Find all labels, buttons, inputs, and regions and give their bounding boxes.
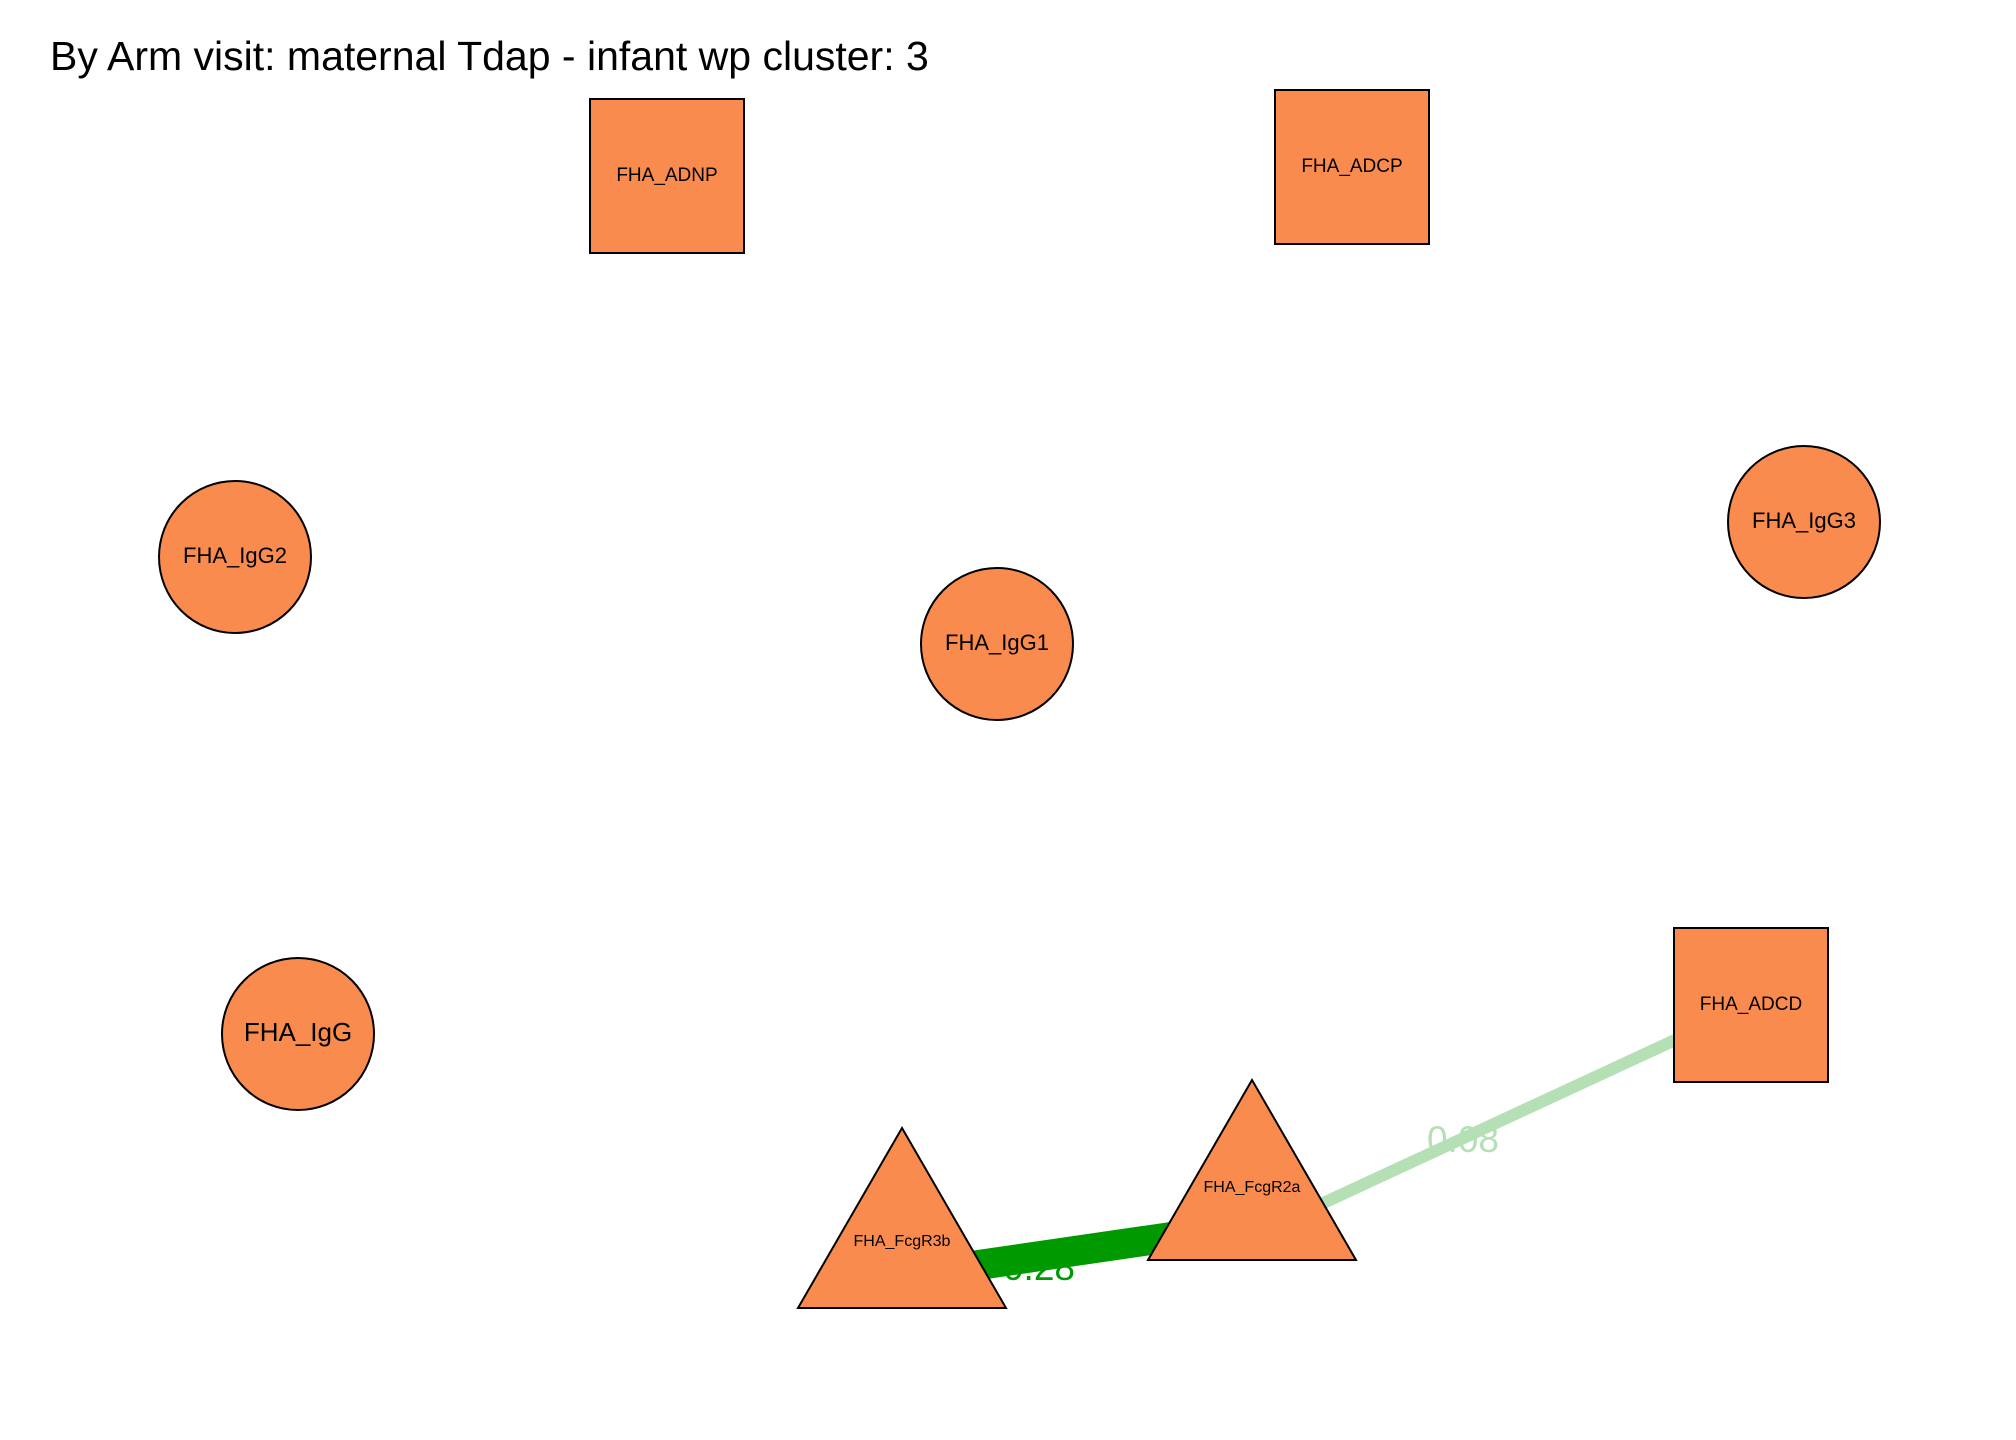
edge-label-fcgr3b-fcgr2a: 0.28 xyxy=(1003,1247,1075,1288)
node-shape-circle xyxy=(221,957,375,1111)
edge-fcgr2a-adcd xyxy=(1301,1034,1678,1218)
node-label: FHA_IgG1 xyxy=(945,630,1049,655)
node-label: FHA_ADNP xyxy=(616,165,717,186)
edge-labels-layer: 0.28 0.08 xyxy=(1003,1119,1499,1288)
node-label: FHA_ADCD xyxy=(1700,994,1802,1015)
node-shape-square xyxy=(1673,927,1829,1083)
node-fcgr3b: FHA_FcgR3b xyxy=(796,1126,1008,1309)
node-igg3: FHA_IgG3 xyxy=(1727,445,1881,599)
node-adcp: FHA_ADCP xyxy=(1274,89,1430,245)
node-label: FHA_FcgR3b xyxy=(854,1233,951,1250)
node-label: FHA_IgG3 xyxy=(1752,508,1856,533)
node-shape-square xyxy=(589,98,745,254)
node-shape-circle xyxy=(920,567,1074,721)
edge-label-fcgr2a-adcd: 0.08 xyxy=(1427,1119,1499,1160)
node-label: FHA_IgG2 xyxy=(183,543,287,568)
node-label: FHA_FcgR2a xyxy=(1204,1179,1301,1196)
node-fcgr2a: FHA_FcgR2a xyxy=(1146,1078,1358,1261)
edge-fcgr3b-fcgr2a xyxy=(955,1220,1188,1283)
node-shape-square xyxy=(1274,89,1430,245)
node-shape-triangle xyxy=(1146,1078,1358,1261)
diagram-title: By Arm visit: maternal Tdap - infant wp … xyxy=(50,33,929,79)
node-igg1: FHA_IgG1 xyxy=(920,567,1074,721)
node-shape-triangle xyxy=(796,1126,1008,1309)
node-shape-circle xyxy=(158,480,312,634)
node-label: FHA_ADCP xyxy=(1301,156,1402,177)
edges-layer xyxy=(955,1034,1678,1283)
node-igg: FHA_IgG xyxy=(221,957,375,1111)
node-igg2: FHA_IgG2 xyxy=(158,480,312,634)
node-label: FHA_IgG xyxy=(244,1017,352,1047)
node-shape-circle xyxy=(1727,445,1881,599)
node-adnp: FHA_ADNP xyxy=(589,98,745,254)
node-adcd: FHA_ADCD xyxy=(1673,927,1829,1083)
